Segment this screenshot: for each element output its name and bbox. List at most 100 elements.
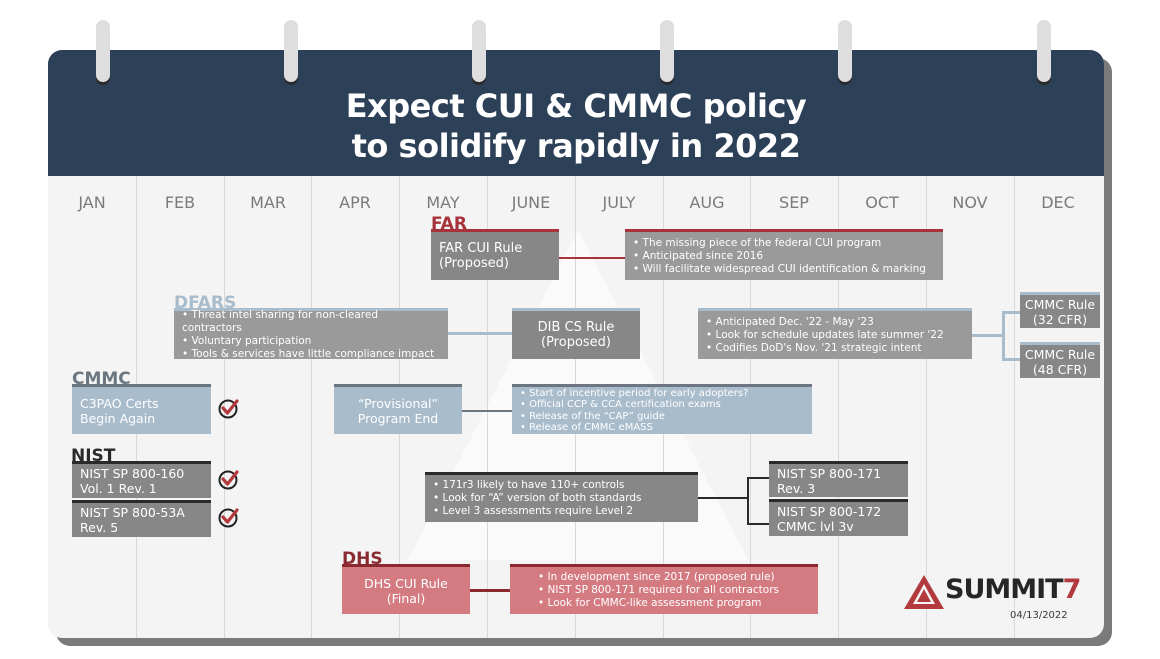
title-line-2: to solidify rapidly in 2022 — [351, 127, 801, 165]
dhs-rule-line1: DHS CUI Rule — [364, 575, 448, 591]
logo-number: 7 — [1062, 574, 1082, 605]
c3pao-accent — [72, 384, 211, 387]
dfars-accent — [174, 308, 448, 311]
checkmark-icon — [218, 470, 239, 490]
dhs-bullet: • NIST SP 800-171 required for all contr… — [538, 584, 779, 596]
month-divider — [311, 176, 312, 638]
far-bullets-accent — [625, 229, 943, 232]
nist-bullets-accent — [425, 472, 698, 475]
far-connector — [559, 257, 625, 259]
checkmark-icon — [218, 399, 239, 419]
cmmc-rule-bullet: • Look for schedule updates late summer … — [706, 328, 944, 341]
nist171-line2: Rev. 3 — [777, 480, 816, 496]
nist160-line2: Vol. 1 Rev. 1 — [80, 481, 157, 496]
nist53a-line1: NIST SP 800-53A — [80, 505, 185, 520]
far-bullet: • Anticipated since 2016 — [633, 249, 764, 262]
logo-word: SUMMIT — [945, 574, 1064, 605]
nist-section-label: NIST — [71, 446, 116, 466]
cmmc-48-accent — [1020, 342, 1100, 345]
dhs-cui-rule-box: DHS CUI Rule (Final) — [342, 567, 470, 614]
month-aug: AUG — [689, 193, 725, 212]
nist-bullets-box: • 171r3 likely to have 110+ controls • L… — [425, 475, 698, 522]
nist-sp-800-53a-box: NIST SP 800-53A Rev. 5 — [72, 503, 211, 537]
provisional-program-end-box: “Provisional” Program End — [334, 387, 462, 434]
dhs-bullets-box: • In development since 2017 (proposed ru… — [510, 567, 818, 614]
nist53a-accent — [72, 500, 211, 503]
cmmc-32-line1: CMMC Rule — [1024, 296, 1096, 312]
dib-rule-line1: DIB CS Rule — [537, 320, 615, 335]
far-rule-line2: (Proposed) — [439, 256, 509, 271]
cmmc-rule-branch-bottom — [1002, 358, 1020, 361]
nist160-line1: NIST SP 800-160 — [80, 466, 185, 481]
far-rule-accent — [431, 229, 559, 232]
dhs-bullet: • In development since 2017 (proposed ru… — [538, 571, 775, 583]
month-divider — [487, 176, 488, 638]
nist53a-line2: Rev. 5 — [80, 520, 119, 535]
month-feb: FEB — [164, 193, 196, 212]
dfars-section-label: DFARS — [174, 293, 237, 313]
nist172-line2: CMMC lvl 3v — [777, 519, 854, 534]
dfars-bullet: • Tools & services have little complianc… — [182, 348, 435, 360]
dhs-bullets-accent — [510, 564, 818, 567]
dib-cs-rule-box: DIB CS Rule (Proposed) — [512, 311, 640, 359]
far-cui-rule-box: FAR CUI Rule (Proposed) — [431, 232, 559, 280]
cmmc-rule-branch-top — [1002, 311, 1020, 314]
binder-ring — [660, 20, 674, 82]
cmmc-section-label: CMMC — [72, 369, 131, 389]
cmmc-bullet: • Release of CMMC eMASS — [520, 422, 653, 433]
nist-bullet: • Look for “A” version of both standards — [433, 492, 642, 504]
binder-ring — [472, 20, 486, 82]
page-title: Expect CUI & CMMC policy to solidify rap… — [48, 86, 1104, 166]
cmmc-bullets-box: • Start of incentive period for early ad… — [512, 387, 812, 434]
month-nov: NOV — [952, 193, 988, 212]
publish-date: 04/13/2022 — [1010, 610, 1068, 621]
nist-branch-top — [747, 477, 769, 479]
cmmc-connector — [462, 410, 512, 412]
nist-sp-800-171-box: NIST SP 800-171 Rev. 3 — [769, 464, 908, 497]
cmmc-rule-bullets-accent — [698, 308, 972, 311]
nist171-line1: NIST SP 800-171 — [777, 465, 882, 481]
far-bullet: • Will facilitate widespread CUI identif… — [633, 262, 926, 275]
cmmc-bullet: • Start of incentive period for early ad… — [520, 387, 749, 399]
month-apr: APR — [339, 193, 371, 212]
summit7-logo-text: SUMMIT7 — [900, 574, 1082, 605]
cmmc-32-line2: (32 CFR) — [1032, 311, 1088, 327]
cmmc-rule-32-cfr-box: CMMC Rule (32 CFR) — [1020, 295, 1100, 328]
nist-branch-bottom — [747, 523, 769, 525]
summit7-logo-icon — [904, 575, 944, 609]
month-july: JULY — [602, 193, 636, 212]
binder-ring — [838, 20, 852, 82]
provisional-line2: Program End — [357, 410, 439, 426]
binder-ring — [284, 20, 298, 82]
nist-sp-800-160-box: NIST SP 800-160 Vol. 1 Rev. 1 — [72, 464, 211, 498]
c3pao-line2: Begin Again — [80, 410, 156, 426]
dib-rule-line2: (Proposed) — [541, 335, 611, 350]
far-bullet: • The missing piece of the federal CUI p… — [633, 236, 882, 249]
checkmark-icon — [218, 508, 239, 528]
dfars-bullet: • Voluntary participation — [182, 335, 312, 347]
nist-bullet: • Level 3 assessments require Level 2 — [433, 505, 634, 517]
nist-connector — [698, 497, 748, 499]
cmmc-rule-bullets-box: • Anticipated Dec. '22 - May '23 • Look … — [698, 311, 972, 359]
nist160-accent — [72, 461, 211, 464]
far-rule-line1: FAR CUI Rule — [439, 241, 523, 256]
cmmc-rule-branch — [1002, 311, 1005, 361]
far-bullets-box: • The missing piece of the federal CUI p… — [625, 232, 943, 280]
cmmc-bullet: • Official CCP & CCA certification exams — [520, 399, 721, 410]
cmmc-32-accent — [1020, 292, 1100, 295]
provisional-accent — [334, 384, 462, 387]
c3pao-line1: C3PAO Certs — [80, 395, 159, 411]
dfars-connector — [448, 332, 512, 335]
dhs-bullet: • Look for CMMC-like assessment program — [538, 597, 762, 609]
month-june: JUNE — [511, 193, 551, 212]
month-mar: MAR — [250, 193, 286, 212]
calendar-card: Expect CUI & CMMC policy to solidify rap… — [48, 50, 1104, 638]
nist172-accent — [769, 499, 908, 502]
month-may: MAY — [426, 193, 460, 212]
nist172-line1: NIST SP 800-172 — [777, 504, 882, 519]
month-sep: SEP — [779, 193, 809, 212]
cmmc-rule-bullet: • Anticipated Dec. '22 - May '23 — [706, 315, 874, 328]
binder-ring — [96, 20, 110, 82]
dib-accent — [512, 308, 640, 311]
title-line-1: Expect CUI & CMMC policy — [345, 87, 807, 125]
